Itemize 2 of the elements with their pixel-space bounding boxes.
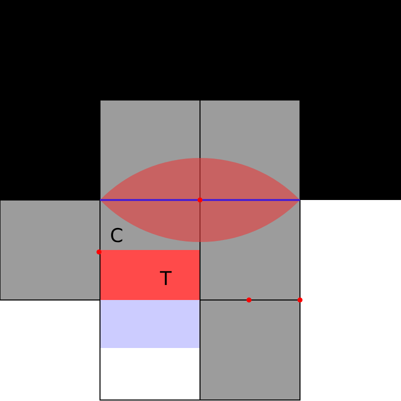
point-label: C <box>110 227 124 246</box>
point-label: T <box>160 270 172 289</box>
